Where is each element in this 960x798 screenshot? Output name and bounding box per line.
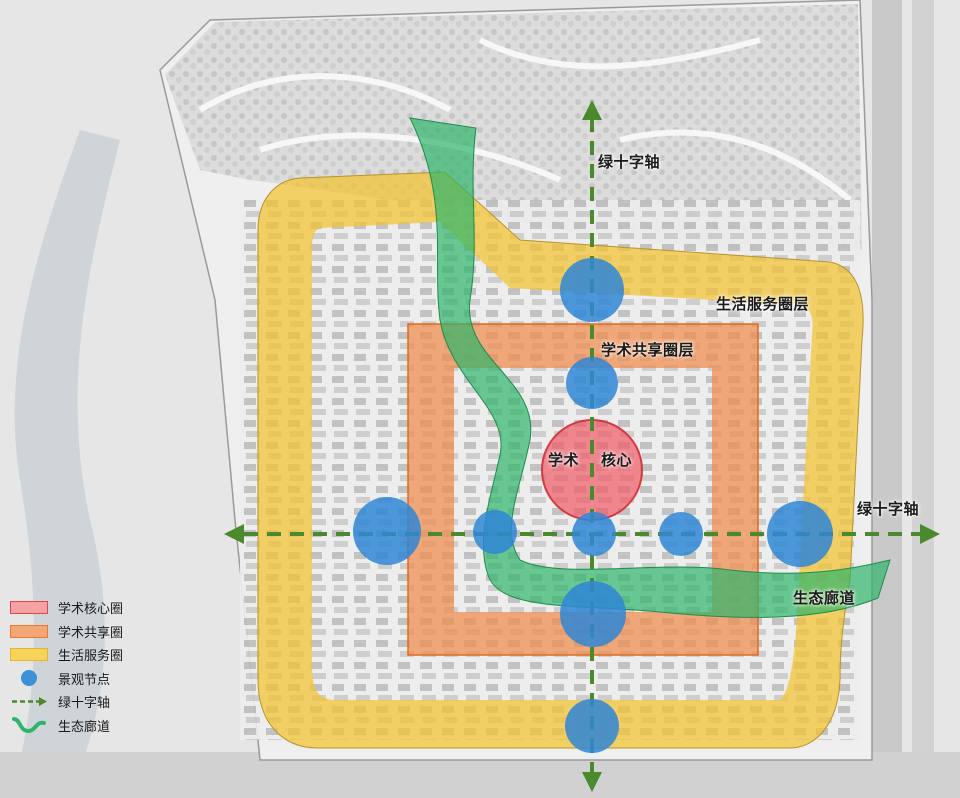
- legend-label-share: 学术共享圈: [58, 625, 124, 641]
- landscape-node-west-outer: [353, 497, 421, 565]
- label-eco-corridor: 生态廊道: [793, 589, 856, 607]
- legend-label-life: 生活服务圈: [58, 649, 124, 665]
- landscape-node-west-inner: [473, 510, 517, 554]
- landscape-node-north: [560, 258, 624, 322]
- yellow-rect-swatch-icon: [10, 648, 48, 662]
- legend-label-axis: 绿十字轴: [58, 696, 111, 712]
- legend-item-share: 学术共享圈: [10, 620, 123, 644]
- academic-share-ring-outline: [407, 323, 759, 656]
- label-green-axis-east: 绿十字轴: [857, 500, 920, 518]
- map-legend: 学术核心圈 学术共享圈 生活服务圈 景观节点 绿十字轴 生态廊道: [10, 596, 123, 737]
- landscape-node-north-inner: [566, 357, 618, 409]
- label-life-service-ring: 生活服务圈层: [716, 295, 810, 313]
- landscape-node-south: [560, 581, 626, 647]
- green-wave-icon: [12, 717, 46, 734]
- label-academic-share-ring: 学术共享圈层: [601, 341, 695, 359]
- axis-arrow-east: [920, 524, 940, 544]
- axis-arrow-west: [224, 524, 244, 544]
- legend-label-core: 学术核心圈: [58, 602, 124, 618]
- eco-corridor: [409, 117, 891, 618]
- park-path: [198, 37, 852, 203]
- legend-item-node: 景观节点: [10, 667, 123, 691]
- legend-label-node: 景观节点: [58, 672, 111, 688]
- academic-share-ring: [408, 324, 758, 655]
- label-academic-core-right: 核心: [601, 451, 633, 469]
- legend-item-core: 学术核心圈: [10, 596, 123, 620]
- landscape-node-center: [572, 512, 616, 556]
- legend-item-axis: 绿十字轴: [10, 690, 123, 714]
- legend-label-corridor: 生态廊道: [58, 719, 111, 735]
- road-east: [872, 0, 902, 798]
- blue-dot-icon: [21, 670, 37, 687]
- red-rect-swatch-icon: [10, 601, 48, 615]
- life-service-ring-outline: [257, 171, 864, 749]
- label-green-axis-north: 绿十字轴: [598, 153, 661, 171]
- landscape-nodes: [353, 258, 833, 753]
- label-academic-core-left: 学术: [548, 451, 580, 469]
- landscape-node-south-outer: [565, 699, 619, 753]
- axis-arrow-south: [582, 772, 602, 792]
- axis-arrow-north: [582, 100, 602, 120]
- legend-item-life: 生活服务圈: [10, 643, 123, 667]
- orange-rect-swatch-icon: [10, 624, 48, 638]
- landscape-node-east-outer: [767, 501, 833, 567]
- green-dashed-arrow-icon: [12, 697, 47, 707]
- road-east-2: [912, 0, 934, 798]
- legend-item-corridor: 生态廊道: [10, 714, 123, 738]
- landscape-node-east-inner: [659, 512, 703, 556]
